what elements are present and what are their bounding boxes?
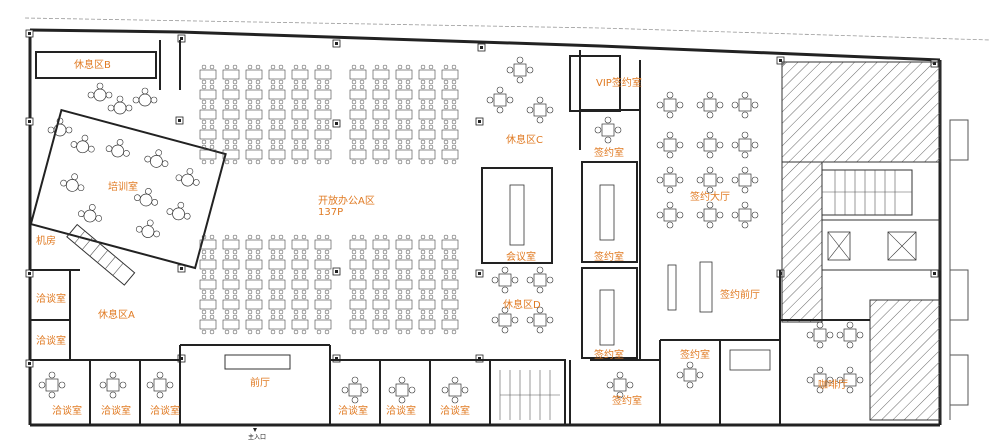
label-machine-room: 机房: [36, 236, 56, 247]
label-sign-room-1: 签约室: [594, 148, 624, 159]
label-negotiation-bottom-4: 洽谈室: [338, 406, 368, 417]
center-stair: [499, 370, 560, 420]
label-open-office: 开放办公A区: [318, 196, 375, 207]
machine-room-stair: [66, 223, 136, 286]
label-negotiation-1: 洽谈室: [36, 294, 66, 305]
entrance-marker: [253, 428, 257, 432]
label-sign-room-2: 签约室: [594, 252, 624, 263]
meeting-tables: [509, 184, 615, 346]
open-office-desks-upper: [199, 64, 459, 165]
lobby-reception: [224, 354, 291, 370]
label-negotiation-bottom-5: 洽谈室: [386, 406, 416, 417]
label-rest-area-a: 休息区A: [98, 310, 135, 321]
label-cafe: 咖啡厅: [818, 380, 848, 391]
label-sign-room-5: 签约室: [612, 396, 642, 407]
label-sign-room-4: 签约室: [680, 350, 710, 361]
label-sign-room-3: 签约室: [594, 350, 624, 361]
label-open-office-count: 137P: [318, 207, 344, 218]
interior-walls: [30, 40, 870, 426]
label-rest-area-b: 休息区B: [74, 60, 111, 71]
label-main-entrance: 主入口: [248, 434, 267, 441]
label-negotiation-bottom-6: 洽谈室: [440, 406, 470, 417]
label-negotiation-2: 洽谈室: [36, 336, 66, 347]
signing-hall-tables: [656, 91, 864, 394]
label-training-room: 培训室: [108, 182, 138, 193]
label-rest-area-d: 休息区D: [503, 300, 541, 311]
core-hatched-zones: [781, 61, 941, 421]
label-negotiation-bottom-2: 洽谈室: [101, 406, 131, 417]
label-negotiation-bottom-1: 洽谈室: [52, 406, 82, 417]
label-vip-sign-room: VIP签约室: [596, 78, 642, 89]
label-sign-front-hall: 签约前厅: [720, 290, 760, 301]
training-room: [29, 108, 227, 270]
label-signing-hall: 签约大厅: [690, 192, 730, 203]
label-lobby: 前厅: [250, 378, 270, 389]
label-meeting-room: 会议室: [506, 252, 536, 263]
label-negotiation-bottom-3: 洽谈室: [150, 406, 180, 417]
open-office-desks-lower: [199, 234, 459, 335]
label-rest-area-c: 休息区C: [506, 135, 543, 146]
